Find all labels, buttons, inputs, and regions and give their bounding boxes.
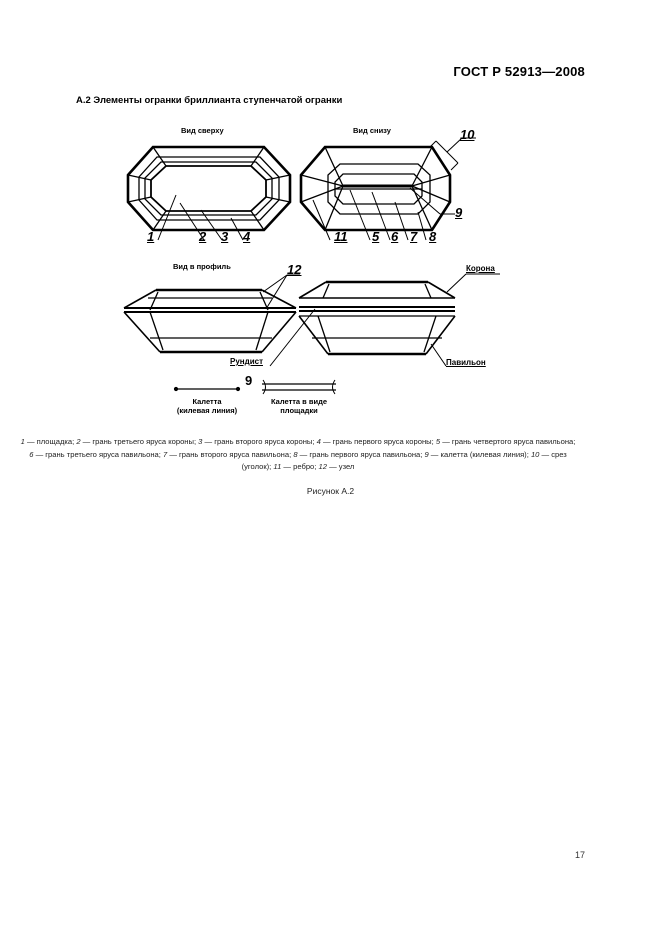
legend-item-number: 2 — [76, 437, 81, 446]
legend-item-text: — срез (уголок); — [241, 449, 567, 472]
legend-item-number: 11 — [273, 462, 282, 471]
callout-6: 6 — [391, 229, 399, 244]
section-title: А.2 Элементы огранки бриллианта ступенча… — [76, 95, 343, 106]
bottom-view-label: Вид снизу — [353, 126, 391, 135]
legend-item-text: — грань второго яруса короны; — [202, 437, 317, 446]
page-number: 17 — [574, 850, 585, 860]
legend-item-text: — площадка; — [24, 437, 77, 446]
legend-item-text: — грань первого яруса павильона; — [297, 449, 425, 459]
legend-item-text: — ребро; — [281, 462, 319, 471]
culet-keel-label-line-1: Калетта — [192, 397, 222, 406]
emerald-cut-diagram — [123, 137, 500, 395]
legend-item-text: — грань первого яруса короны; — [320, 437, 436, 446]
callout-12: 12 — [287, 262, 302, 277]
callout-1: 1 — [147, 229, 155, 244]
legend-item-number: 8 — [293, 449, 298, 459]
culet-platform-label-line-2: площадки — [280, 406, 318, 415]
figure-caption: Рисунок А.2 — [306, 486, 355, 496]
culet-platform-label: Калетта в виде площадки — [262, 397, 336, 415]
top-view-label: Вид сверху — [181, 126, 224, 135]
pavilion-label: Павильон — [446, 358, 486, 367]
callout-8: 8 — [429, 229, 437, 244]
legend-item-number: 3 — [198, 437, 203, 446]
standard-code: ГОСТ Р 52913—2008 — [453, 64, 585, 79]
legend-item-number: 10 — [530, 449, 540, 459]
callout-11: 11 — [334, 229, 348, 244]
callout-7: 7 — [410, 229, 418, 244]
legend-item-number: 4 — [316, 437, 321, 446]
legend-item-number: 12 — [318, 462, 327, 471]
legend-item-number: 7 — [162, 449, 168, 459]
legend-item-number: 6 — [29, 449, 34, 459]
figure-legend: 1 — площадка; 2 — грань третьего яруса к… — [18, 436, 578, 474]
callout-9: 9 — [455, 205, 463, 220]
culet-keel-label-line-2: (килевая линия) — [176, 406, 238, 415]
legend-item-text: — узел — [326, 462, 355, 471]
callout-2: 2 — [199, 229, 207, 244]
profile-view-drawing — [123, 274, 300, 354]
culet-platform-label-line-1: Калетта в виде — [270, 397, 328, 406]
legend-item-text: — грань четвертого яруса павильона; — [440, 437, 576, 446]
legend-item-text: — грань второго яруса павильона; — [167, 449, 294, 459]
legend-item-text: — грань третьего яруса короны; — [80, 437, 199, 446]
top-view-drawing — [126, 145, 292, 241]
legend-item-number: 5 — [435, 437, 441, 446]
legend-item-number: 1 — [20, 437, 25, 446]
callout-3: 3 — [221, 229, 229, 244]
profile-view-label: Вид в профиль — [173, 262, 231, 271]
legend-body: 1 — площадка; 2 — грань третьего яруса к… — [21, 437, 576, 471]
profile-view-drawing-2 — [269, 273, 500, 367]
girdle-label: Рундист — [230, 357, 263, 366]
legend-item-number: 9 — [424, 449, 429, 459]
callout-5: 5 — [372, 229, 380, 244]
legend-item-text: — калетта (килевая линия); — [428, 449, 531, 459]
culet-keel-label: Калетта (килевая линия) — [172, 397, 242, 415]
crown-label: Корона — [466, 264, 495, 273]
bottom-view-drawing — [299, 137, 476, 241]
callout-10: 10 — [460, 127, 475, 142]
callout-9-culet: 9 — [245, 373, 253, 388]
callout-4: 4 — [243, 229, 251, 244]
legend-item-text: — грань третьего яруса павильона; — [33, 449, 163, 459]
culet-types-drawing — [173, 379, 336, 395]
